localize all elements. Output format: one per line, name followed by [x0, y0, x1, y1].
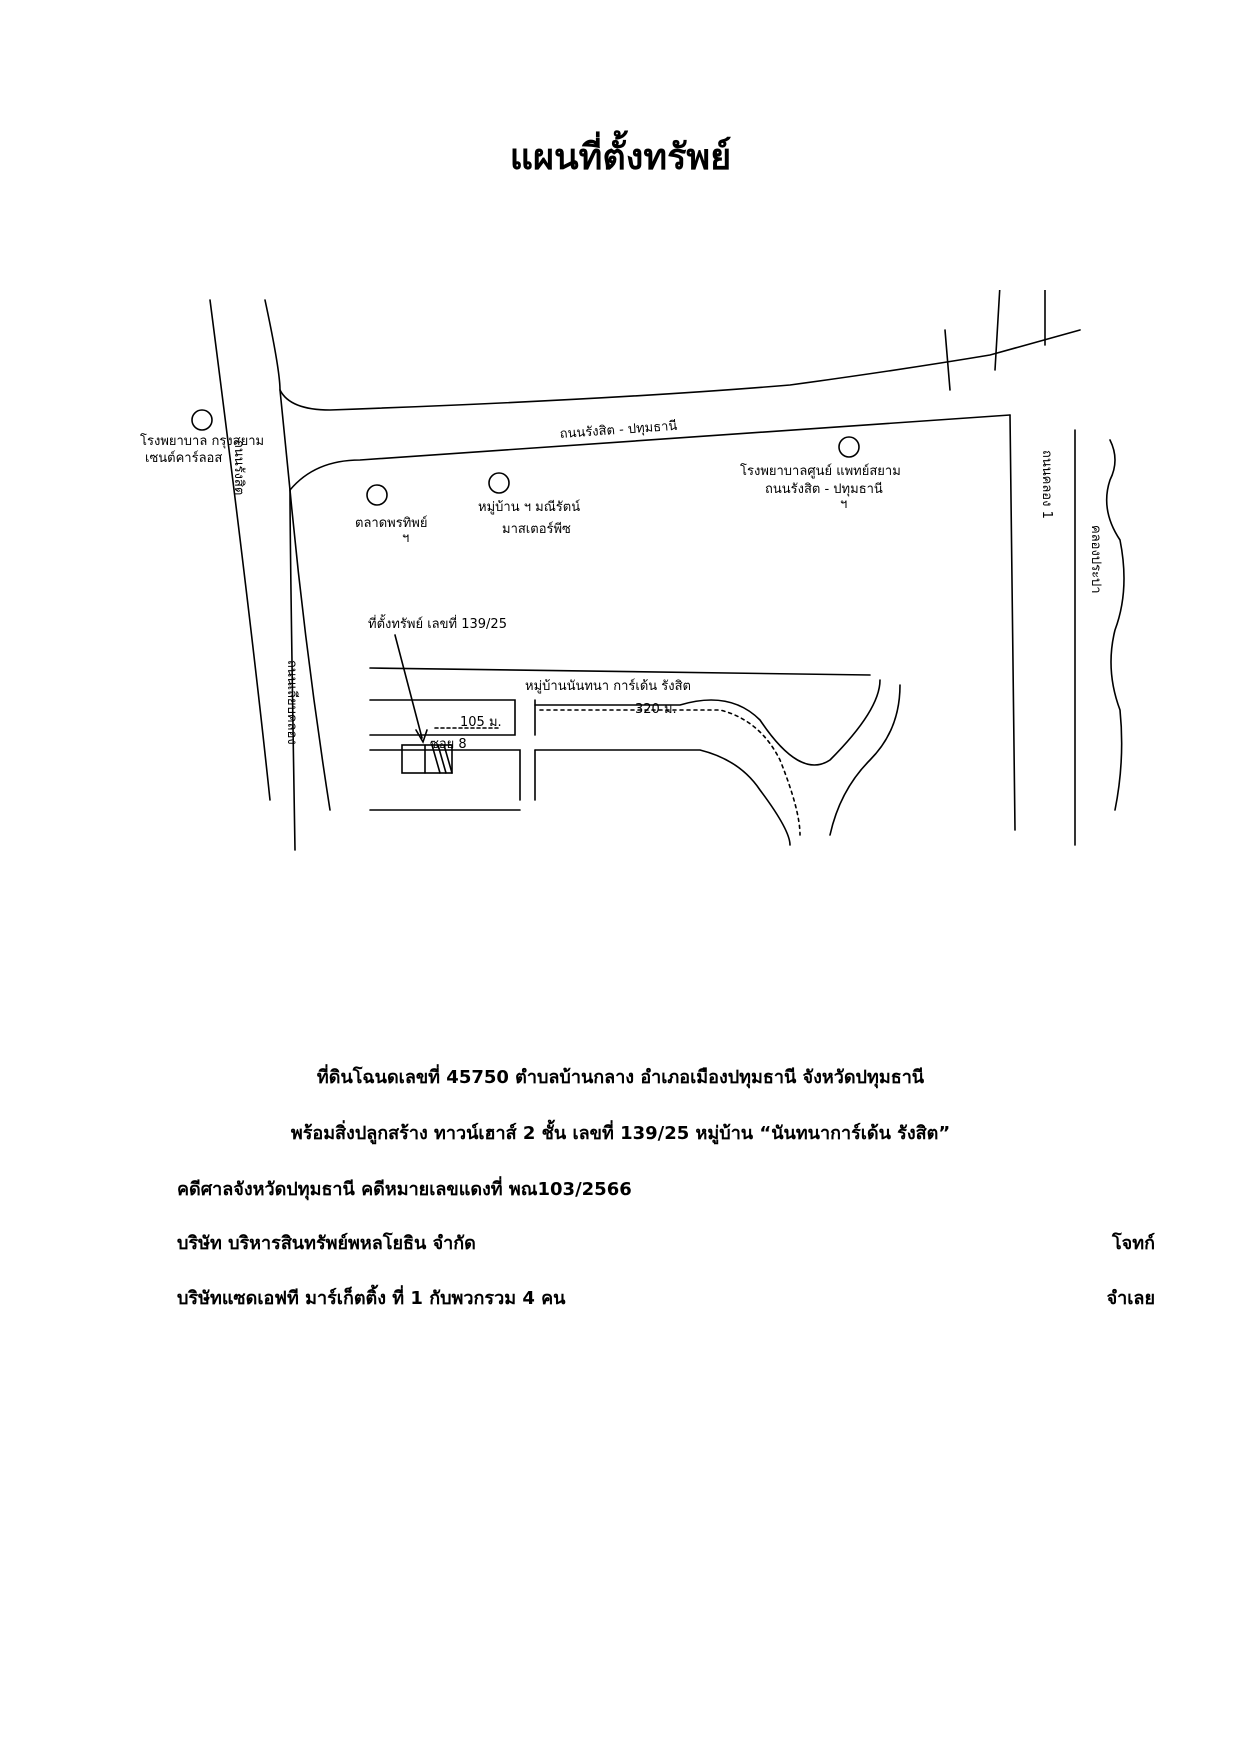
hand-drawn-map: โรงพยาบาล กรุงสยาม เซนต์คาร์ลอส ถนนรังสิ…: [140, 290, 1125, 851]
defendant-role: จำเลย: [1106, 1288, 1155, 1309]
property-block: [401, 744, 453, 774]
page-title: แผนที่ตั้งทรัพย์: [509, 137, 732, 178]
label-hospital-right-2: ถนนรังสิต - ปทุมธานี: [765, 481, 883, 497]
plaintiff-name: บริษัท บริหารสินทรัพย์พหลโยธิน จำกัด: [177, 1233, 476, 1254]
inner-block-left: [289, 489, 296, 851]
caption-line-1: ที่ดินโฉนดเลขที่ 45750 ตำบลบ้านกลาง อำเภ…: [316, 1067, 925, 1088]
left-road-edge-outer: [209, 299, 271, 801]
defendant-row: บริษัทแซดเอฟที มาร์เก็ตติ้ง ที่ 1 กับพวก…: [177, 1283, 1155, 1312]
landmark-circle-hospital-left: [191, 409, 213, 431]
case-court-row: คดีศาลจังหวัดปทุมธานี คดีหมายเลขแดงที่ พ…: [177, 1174, 1155, 1203]
label-canal-road: ถนนคลอง 1: [1039, 450, 1054, 519]
label-soi: ซอย 8: [430, 737, 467, 752]
landmark-circle-village: [488, 472, 510, 494]
left-road-edge-inner: [264, 299, 331, 811]
landmark-circle-hospital-right: [838, 436, 860, 458]
caption-line-2: พร้อมสิ่งปลูกสร้าง ทาวน์เฮาส์ 2 ชั้น เลข…: [290, 1123, 951, 1144]
main-road-top-edge: [279, 329, 1081, 411]
village-row-1: [369, 699, 516, 736]
plaintiff-role: โจทก์: [1112, 1233, 1155, 1254]
defendant-name: บริษัทแซดเอฟที มาร์เก็ตติ้ง ที่ 1 กับพวก…: [177, 1288, 566, 1309]
label-property: ที่ตั้งทรัพย์ เลขที่ 139/25: [368, 614, 507, 632]
label-road-left-upper: ถนนรังสิต: [231, 440, 246, 495]
curved-road-2: [534, 749, 791, 846]
label-village-1: หมู่บ้าน ฯ มณีรัตน์: [478, 499, 580, 515]
property-arrow: [394, 634, 423, 739]
main-road-bottom-edge: [289, 414, 1011, 491]
label-village-2: มาสเตอร์พีซ: [502, 521, 571, 537]
property-arrowhead: [415, 729, 428, 744]
label-dist-105: 105 ม.: [460, 715, 502, 730]
label-school-1: ตลาดพรทิพย์: [355, 515, 427, 531]
label-hospital-left-2: เซนต์คาร์ลอส: [145, 450, 222, 466]
plaintiff-row: บริษัท บริหารสินทรัพย์พหลโยธิน จำกัด โจท…: [177, 1228, 1155, 1257]
upper-right-line-1: [944, 329, 951, 391]
label-main-road: ถนนรังสิต - ปทุมธานี: [559, 418, 678, 442]
landmark-circle-school: [366, 484, 388, 506]
label-canal: คลองประปา: [1088, 525, 1103, 594]
curved-road-1: [534, 679, 881, 766]
case-court: คดีศาลจังหวัดปทุมธานี คดีหมายเลขแดงที่ พ…: [177, 1179, 632, 1200]
label-hospital-right-1: โรงพยาบาลศูนย์ แพทย์สยาม: [740, 463, 901, 479]
upper-right-line-2: [994, 290, 1001, 371]
village-row-2: [369, 749, 521, 801]
label-village-name: หมู่บ้านนันทนา การ์เด้น รังสิต: [525, 678, 691, 694]
label-hospital-left-1: โรงพยาบาล กรุงสยาม: [140, 433, 264, 449]
curved-road-3: [829, 684, 901, 836]
location-map: โรงพยาบาล กรุงสยาม เซนต์คาร์ลอส ถนนรังสิ…: [140, 290, 1150, 940]
label-dist-320: 320 ม.: [635, 702, 677, 717]
label-road-left-lower: ถนนเลียบคลอง: [284, 660, 300, 745]
canal-squiggle: [1105, 439, 1125, 811]
village-road-top: [369, 667, 871, 676]
label-hospital-right-3: ฯ: [840, 497, 847, 512]
canal-road-left: [1009, 414, 1016, 831]
dist-320-line: [539, 709, 801, 836]
property-hatch: [424, 744, 453, 774]
label-school-2: ฯ: [402, 531, 409, 546]
